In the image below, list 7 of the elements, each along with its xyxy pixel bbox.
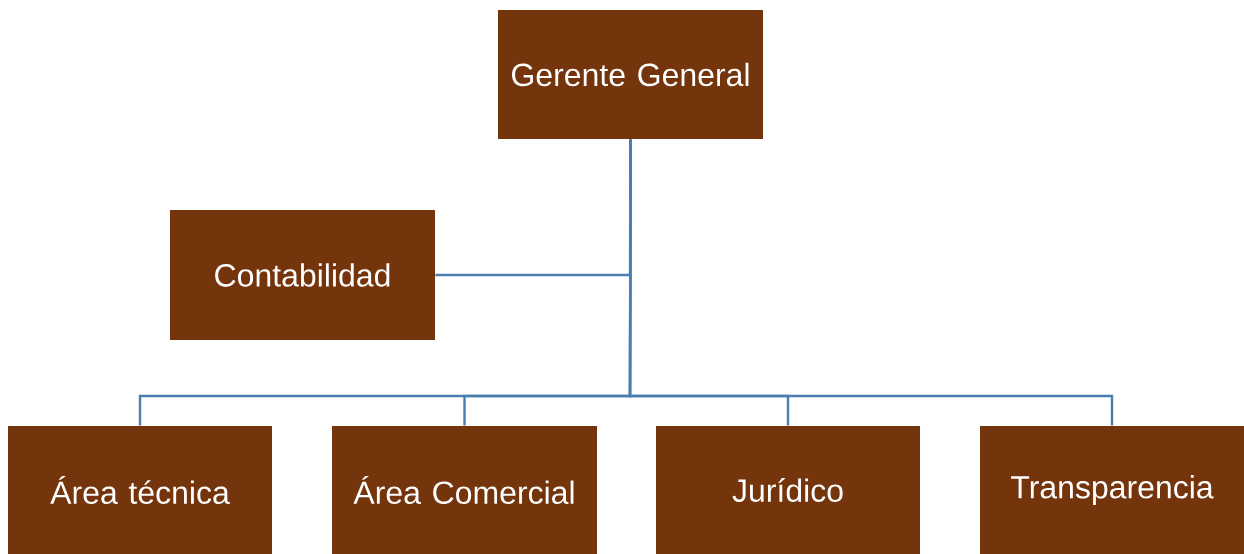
org-box: Jurídico: [656, 426, 920, 554]
org-box: Área Comercial: [332, 426, 597, 554]
org-box: Gerente General: [498, 10, 763, 139]
org-box: Contabilidad: [170, 210, 435, 340]
org-box: Transparencia: [980, 426, 1244, 554]
org-box: Área técnica: [8, 426, 272, 554]
connector-line: [628, 139, 1114, 426]
